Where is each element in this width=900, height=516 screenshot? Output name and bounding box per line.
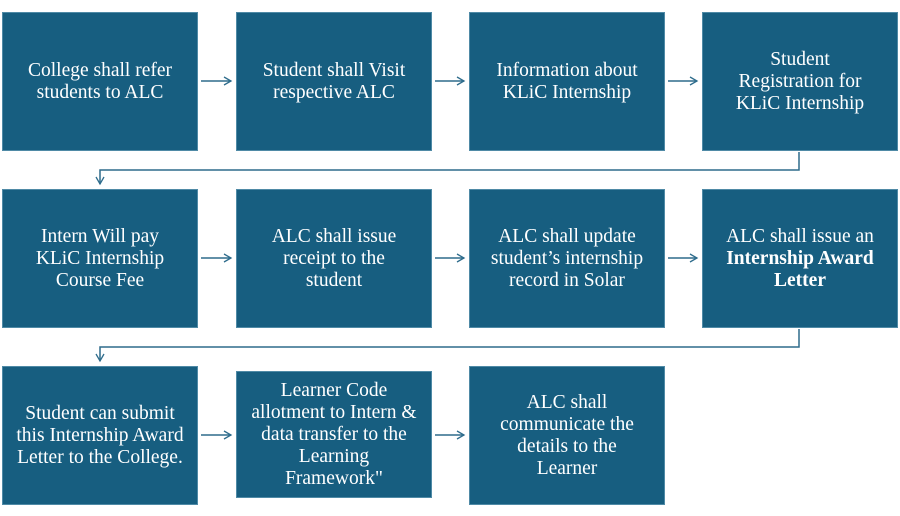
step-text: College shall refer students to ALC — [27, 59, 173, 103]
step-box: ALC shall communicate the details to the… — [469, 366, 665, 505]
step-box: College shall refer students to ALC — [2, 12, 198, 151]
step-box: ALC shall issue receipt to the student — [236, 189, 432, 328]
step-box: Information about KLiC Internship — [469, 12, 665, 151]
step-text: ALC shall issue an — [726, 225, 874, 247]
step-box: Student shall Visit respective ALC — [236, 12, 432, 151]
step-text: ALC shall issue receipt to the student — [271, 225, 397, 291]
step-box: Student can submit this Internship Award… — [2, 366, 198, 505]
arrow-8-9 — [95, 329, 800, 363]
step-text: Learner Code allotment to Intern & data … — [251, 379, 417, 489]
step-box: ALC shall update student’s internship re… — [469, 189, 665, 328]
step-box: Learner Code allotment to Intern & data … — [236, 371, 432, 498]
step-box: Student Registration for KLiC Internship — [702, 12, 898, 151]
award-letter-emphasis: Internship Award Letter — [726, 247, 874, 291]
step-text: Student Registration for KLiC Internship — [735, 48, 865, 114]
step-text: Student can submit this Internship Award… — [16, 402, 184, 468]
arrow-4-5 — [95, 152, 800, 186]
step-text: Student shall Visit respective ALC — [262, 59, 406, 103]
step-box-highlight: ALC shall issue an Internship Award Lett… — [702, 189, 898, 328]
step-text: ALC shall communicate the details to the… — [500, 391, 634, 479]
step-text: Intern Will pay KLiC Internship Course F… — [35, 225, 165, 291]
step-text: Information about KLiC Internship — [496, 59, 638, 103]
step-text: ALC shall update student’s internship re… — [490, 225, 644, 291]
step-box: Intern Will pay KLiC Internship Course F… — [2, 189, 198, 328]
